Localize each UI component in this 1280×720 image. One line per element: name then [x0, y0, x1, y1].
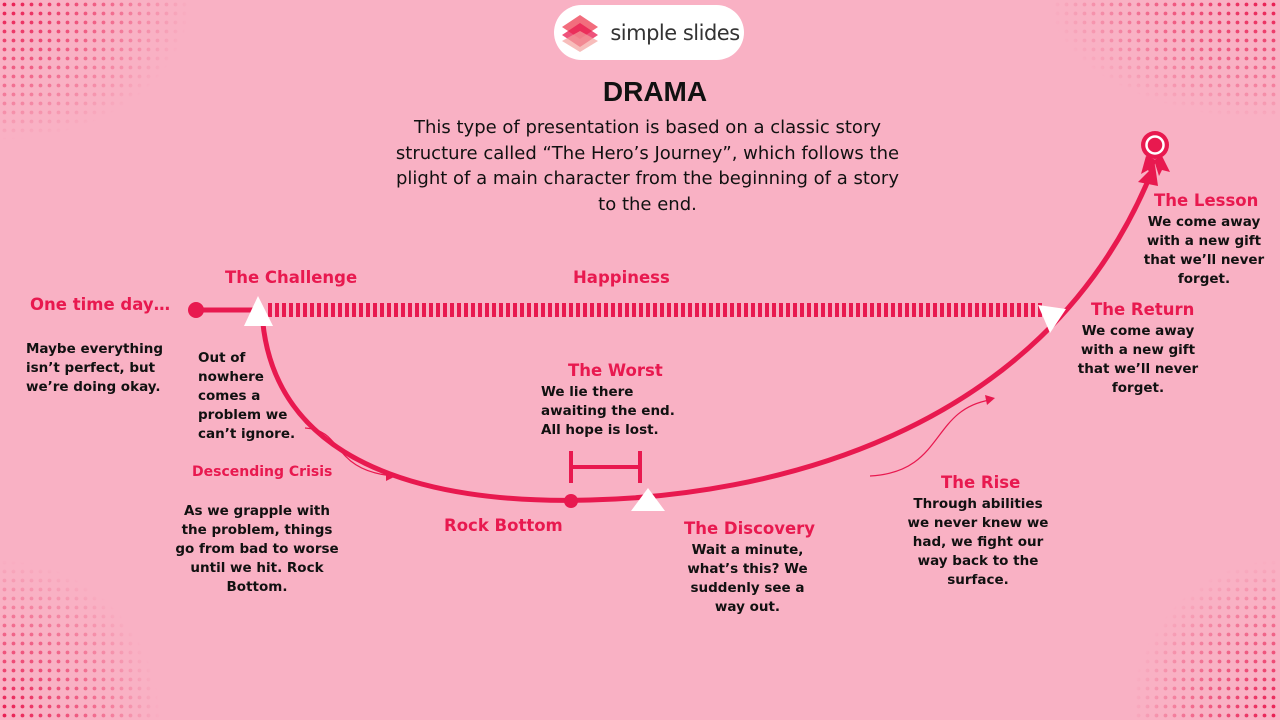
discovery-text: Wait a minute, what’s this? We suddenly … — [687, 542, 808, 615]
page-title: DRAMA — [602, 76, 708, 107]
once-text: Maybe everything isn’t perfect, but we’r… — [26, 341, 163, 395]
lesson-text: We come away with a new gift that we’ll … — [1143, 214, 1265, 287]
rise-text: Through abilities we never knew we had, … — [907, 496, 1049, 588]
rise-title: The Rise — [941, 473, 1021, 492]
challenge-text: Out of nowhere comes a problem we can’t … — [198, 350, 296, 442]
challenge-title: The Challenge — [225, 268, 358, 287]
worst-bracket — [569, 451, 642, 483]
brand-name: simple slides — [610, 20, 740, 45]
rise-connector — [869, 399, 991, 477]
journey-curve — [259, 175, 1153, 503]
return-marker — [1038, 305, 1066, 333]
discovery-title: The Discovery — [684, 519, 816, 538]
intro-paragraph: This type of presentation is based on a … — [395, 117, 900, 215]
layered-diamond-icon — [562, 14, 599, 52]
start-dot — [188, 302, 204, 318]
award-ribbon-icon — [1141, 131, 1170, 176]
lesson-title: The Lesson — [1154, 191, 1259, 210]
happiness-title: Happiness — [573, 268, 670, 287]
return-title: The Return — [1091, 300, 1195, 319]
brand-logo: simple slides — [554, 5, 744, 60]
descending-connector-arrow — [386, 471, 396, 481]
worst-title: The Worst — [568, 361, 663, 380]
rock-bottom-dot — [564, 494, 578, 508]
rise-connector-arrow — [985, 395, 995, 405]
descending-connector — [304, 427, 394, 477]
return-text: We come away with a new gift that we’ll … — [1077, 323, 1199, 396]
worst-text: We lie there awaiting the end. All hope … — [541, 384, 675, 438]
descending-text: As we grapple with the problem, things g… — [175, 503, 339, 595]
descending-title: Descending Crisis — [192, 464, 333, 480]
challenge-marker — [244, 296, 273, 326]
rock-bottom-title: Rock Bottom — [444, 516, 563, 535]
once-title: One time day… — [30, 295, 171, 314]
discovery-marker — [631, 488, 665, 511]
